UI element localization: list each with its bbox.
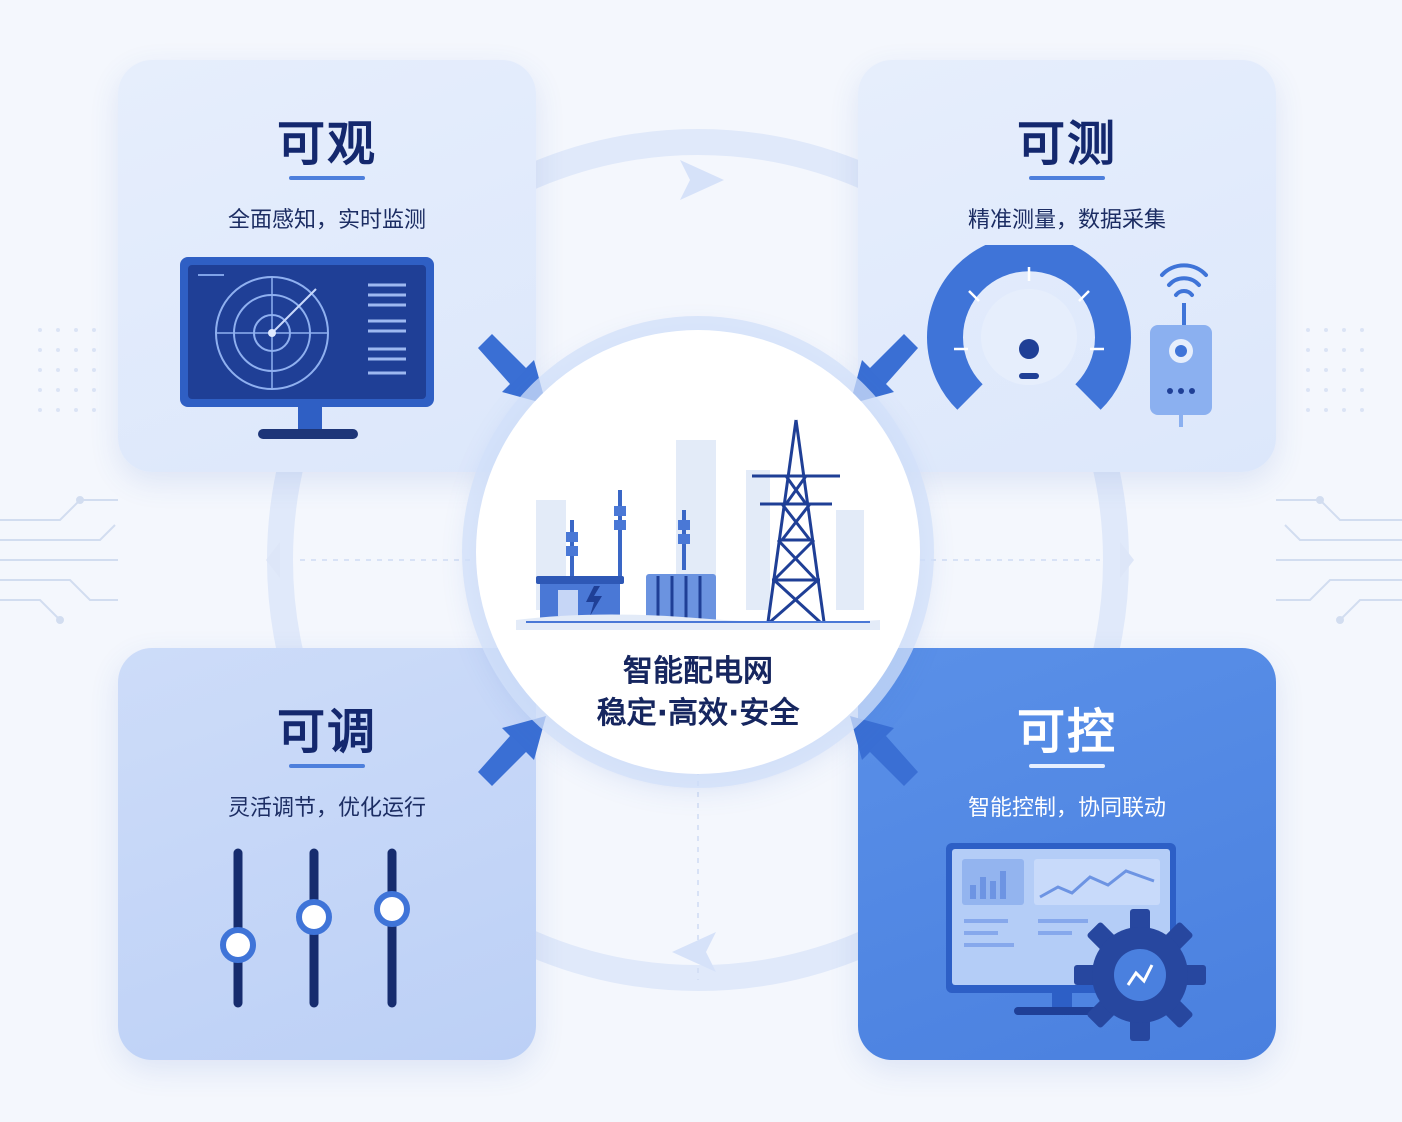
cycle-arrow-bottom bbox=[672, 932, 716, 972]
card-measurable: 可测 精准测量，数据采集 bbox=[858, 60, 1276, 472]
card-title: 可控 bbox=[1016, 704, 1117, 760]
card-subtitle: 全面感知，实时监测 bbox=[227, 208, 426, 233]
dot-grid-right bbox=[1306, 328, 1364, 412]
card-title: 可观 bbox=[276, 116, 377, 172]
cycle-arrow-top bbox=[680, 160, 724, 200]
title-underline bbox=[1029, 176, 1105, 180]
title-underline bbox=[289, 176, 365, 180]
card-subtitle: 精准测量，数据采集 bbox=[967, 208, 1166, 233]
card-title: 可测 bbox=[1016, 116, 1117, 172]
slider-controls-icon bbox=[220, 848, 410, 1008]
cycle-arrow-left bbox=[266, 542, 280, 578]
card-subtitle: 灵活调节，优化运行 bbox=[227, 796, 426, 821]
circuit-lines-left bbox=[0, 496, 118, 624]
substation-tower-icon bbox=[516, 419, 880, 630]
transmission-tower-icon bbox=[752, 419, 840, 624]
card-controllable: 可控 智能控制，协同联动 bbox=[858, 648, 1276, 1060]
gear-icon bbox=[1074, 909, 1206, 1041]
gauge-sensor-icon bbox=[927, 245, 1212, 427]
center-subtitle: 稳定·高效·安全 bbox=[596, 696, 800, 731]
radar-monitor-icon bbox=[180, 257, 434, 439]
dashboard-gear-icon bbox=[946, 843, 1206, 1041]
wifi-icon bbox=[1160, 263, 1208, 297]
card-subtitle: 智能控制，协同联动 bbox=[967, 796, 1166, 821]
title-underline bbox=[1029, 764, 1105, 768]
dot-grid-left bbox=[38, 328, 96, 412]
circuit-lines-right bbox=[1276, 496, 1402, 624]
slider-knobs bbox=[220, 891, 410, 963]
title-underline bbox=[289, 764, 365, 768]
center-title: 智能配电网 bbox=[623, 654, 773, 689]
card-observable: 可观 全面感知，实时监测 bbox=[118, 60, 536, 472]
card-adjustable: 可调 灵活调节，优化运行 bbox=[118, 648, 536, 1060]
cycle-arrow-right bbox=[1120, 542, 1134, 578]
card-title: 可调 bbox=[276, 704, 377, 760]
center-hub: 智能配电网 稳定·高效·安全 bbox=[476, 330, 920, 774]
